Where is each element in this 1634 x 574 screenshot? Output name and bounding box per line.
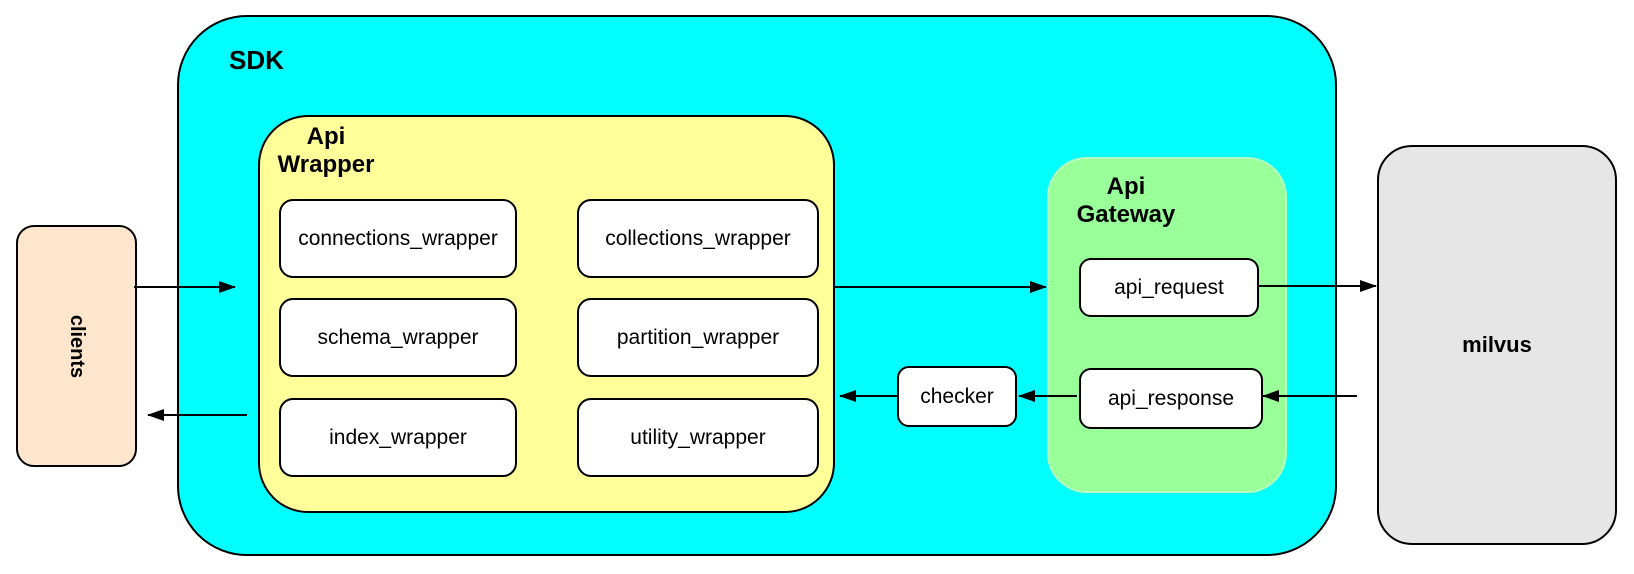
milvus-label: milvus (1462, 332, 1532, 357)
sdk-label: SDK (229, 45, 284, 75)
api-wrapper-label: Api Wrapper (277, 123, 375, 178)
utility-wrapper-node: utility_wrapper (577, 398, 819, 477)
checker-node: checker (897, 366, 1017, 427)
clients-node: clients (16, 225, 137, 467)
connections-wrapper-node: connections_wrapper (279, 199, 517, 278)
api-gateway-label: Api Gateway (1076, 173, 1176, 228)
schema-wrapper-node: schema_wrapper (279, 298, 517, 377)
api-gateway-container: Api Gateway api_request api_response (1047, 157, 1287, 493)
partition-wrapper-node: partition_wrapper (577, 298, 819, 377)
api-response-node: api_response (1079, 368, 1263, 429)
milvus-node: milvus (1377, 145, 1617, 545)
clients-label: clients (65, 314, 88, 378)
collections-wrapper-node: collections_wrapper (577, 199, 819, 278)
api-wrapper-container: Api Wrapper connections_wrapper collecti… (258, 115, 835, 513)
index-wrapper-node: index_wrapper (279, 398, 517, 477)
api-request-node: api_request (1079, 258, 1259, 317)
